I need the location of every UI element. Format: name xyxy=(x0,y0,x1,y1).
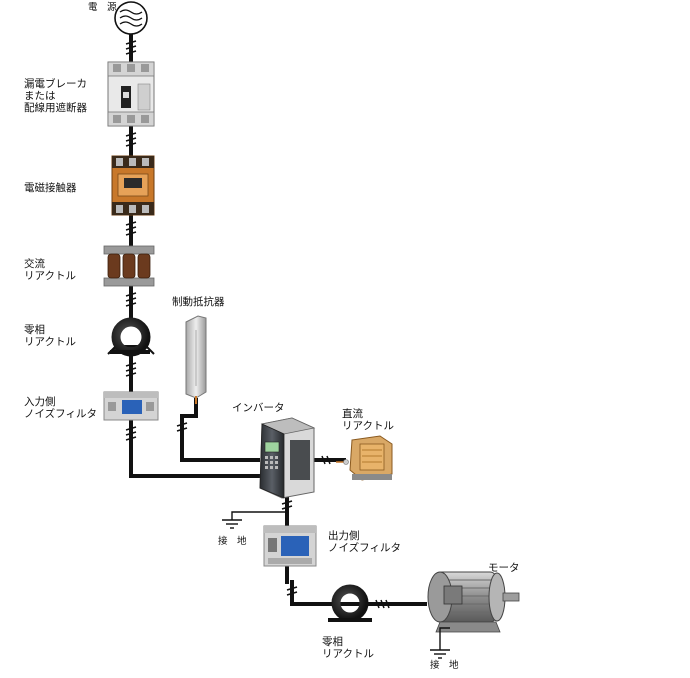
input-filter-device xyxy=(104,392,158,420)
input-filter-label: 入力側 ノイズフィルタ xyxy=(24,396,97,420)
zero-phase-reactor-out-label: 零相 リアクトル xyxy=(322,636,374,660)
braking-resistor-label: 制動抵抗器 xyxy=(172,296,225,308)
inverter-device xyxy=(260,418,314,498)
zero-phase-reactor-in-label: 零相 リアクトル xyxy=(24,324,76,348)
output-filter-device xyxy=(264,526,316,566)
contactor-label: 電磁接触器 xyxy=(24,182,77,194)
motor-device xyxy=(428,572,519,632)
motor-label: モータ xyxy=(488,562,520,574)
power-label: 電 源 xyxy=(88,2,117,14)
zero-phase-reactor-in-device xyxy=(108,322,154,354)
ac-source-icon xyxy=(115,2,147,34)
ac-reactor-label: 交流 リアクトル xyxy=(24,258,76,282)
braking-resistor-device xyxy=(186,316,206,404)
output-filter-label: 出力側 ノイズフィルタ xyxy=(328,530,401,554)
wire-hatches xyxy=(126,41,389,608)
dc-reactor-label: 直流 リアクトル xyxy=(342,408,394,432)
inverter-label: インバータ xyxy=(232,402,285,414)
wires xyxy=(131,36,425,604)
ground-icon xyxy=(222,500,287,528)
ground-inverter-label: 接 地 xyxy=(218,536,247,548)
ac-reactor-device xyxy=(104,246,154,286)
ground-motor-label: 接 地 xyxy=(430,660,459,672)
breaker-label: 漏電ブレーカ または 配線用遮断器 xyxy=(24,78,87,114)
contactor-device xyxy=(112,156,154,215)
breaker-device xyxy=(108,62,154,126)
ground-icon xyxy=(430,628,450,658)
